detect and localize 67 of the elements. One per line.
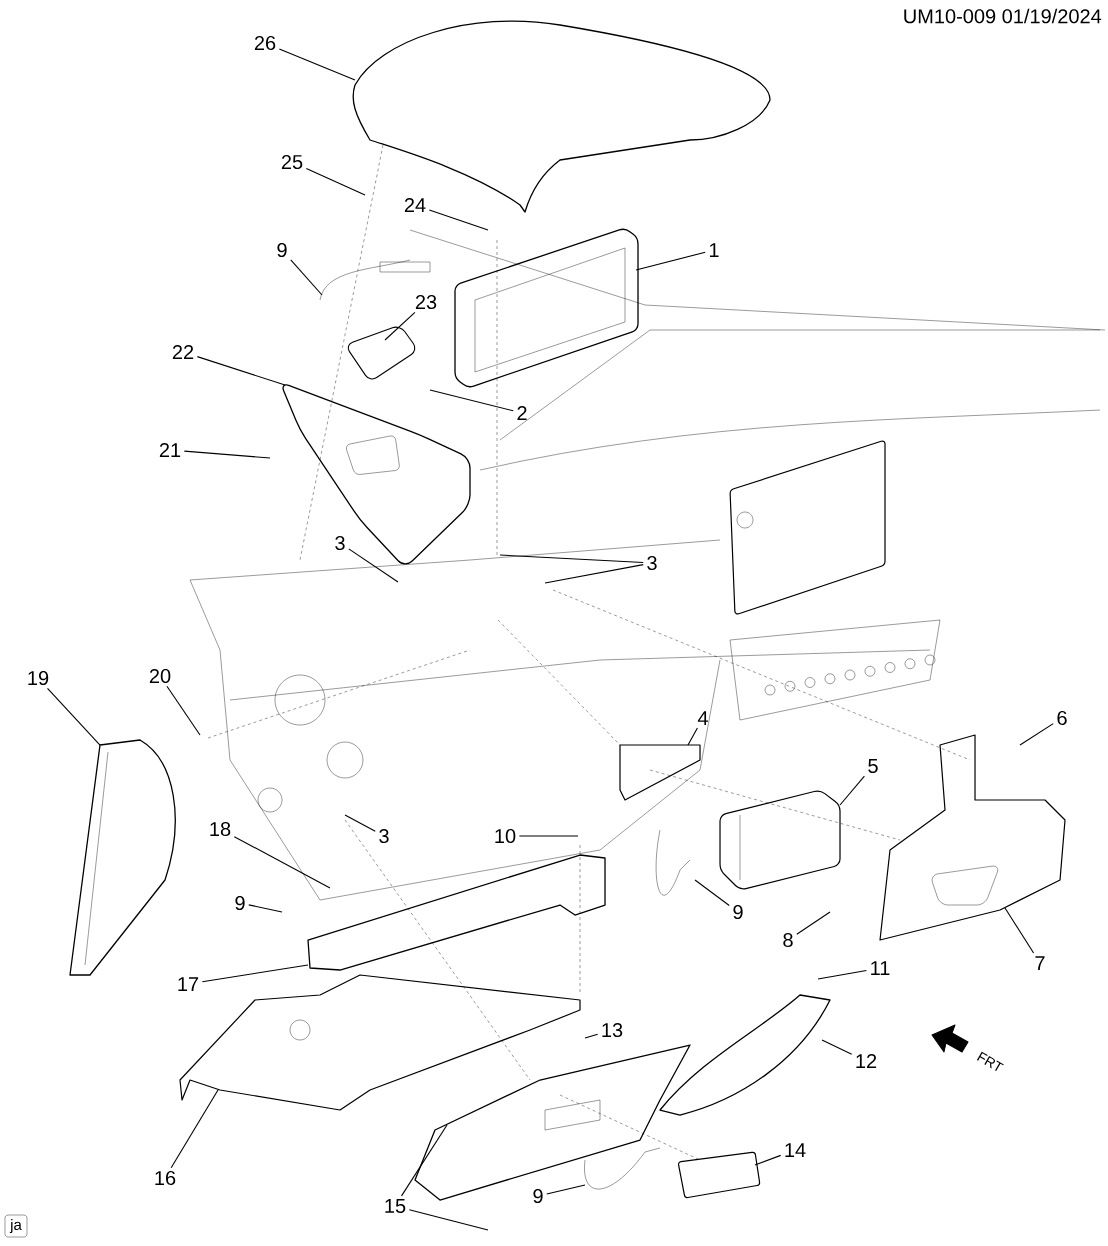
callout-number: 10 xyxy=(495,828,516,844)
leader-line xyxy=(290,259,323,296)
leader-line xyxy=(233,836,331,889)
callout-number: 3 xyxy=(379,828,389,844)
leader-line xyxy=(1019,723,1054,746)
leader-line xyxy=(170,1089,219,1169)
leader-line xyxy=(428,209,489,231)
leader-line xyxy=(429,389,514,412)
leader-line xyxy=(817,969,867,980)
leader-line xyxy=(754,1154,782,1166)
callout-number: 14 xyxy=(785,1143,806,1157)
callout-number: 16 xyxy=(155,1170,176,1186)
leader-line xyxy=(344,814,376,832)
leader-line xyxy=(348,548,399,583)
callout-number: 5 xyxy=(868,759,878,773)
callout-number: 25 xyxy=(281,154,303,170)
leader-line xyxy=(196,356,286,386)
callout-number: 21 xyxy=(159,443,181,457)
leader-line xyxy=(544,564,644,584)
leader-line xyxy=(518,835,579,837)
leader-line xyxy=(635,251,706,271)
callout-number: 12 xyxy=(856,1054,877,1068)
callout-number: 2 xyxy=(517,406,527,420)
leader-line xyxy=(546,1184,586,1195)
callout-number: 3 xyxy=(647,555,657,571)
leader-line xyxy=(694,879,730,907)
callout-number: 1 xyxy=(709,243,719,257)
leader-line xyxy=(796,911,831,935)
leader-line xyxy=(305,167,366,196)
callout-number: 9 xyxy=(235,895,245,911)
illustrator-code: ja xyxy=(4,1214,28,1238)
leader-line xyxy=(201,964,309,983)
callout-number: 13 xyxy=(602,1022,623,1038)
callout-number: 9 xyxy=(733,904,743,920)
callout-number: 23 xyxy=(415,294,437,310)
drawing-number: UM10-009 01/19/2024 xyxy=(904,8,1102,24)
callout-number: 9 xyxy=(277,242,287,258)
callout-number: 3 xyxy=(335,535,345,551)
leader-line xyxy=(499,554,644,564)
callout-number: 6 xyxy=(1057,710,1067,726)
leader-line xyxy=(687,727,698,746)
leader-line xyxy=(584,1033,599,1039)
leader-line xyxy=(248,904,283,913)
leader-line xyxy=(1004,907,1035,954)
callout-number: 20 xyxy=(149,668,171,684)
callout-number: 7 xyxy=(1035,956,1045,970)
leader-line xyxy=(839,775,865,806)
leader-line xyxy=(401,1124,448,1197)
leader-line xyxy=(408,1209,489,1231)
leader-line xyxy=(278,48,356,81)
callout-number: 15 xyxy=(385,1199,406,1213)
leader-line xyxy=(384,311,416,341)
callout-number: 22 xyxy=(172,345,194,359)
callout-number: 18 xyxy=(210,821,231,837)
callout-number: 8 xyxy=(783,932,793,948)
callout-number: 9 xyxy=(533,1188,543,1204)
leader-line xyxy=(166,685,201,736)
callout-number: 26 xyxy=(254,35,276,51)
leader-line xyxy=(183,450,271,459)
callout-number: 17 xyxy=(178,977,199,991)
callout-number: 11 xyxy=(871,961,890,975)
direction-label: FRT xyxy=(976,1051,1004,1072)
leader-line xyxy=(46,687,101,746)
leader-line xyxy=(821,1039,853,1055)
callout-number: 4 xyxy=(697,711,708,725)
callout-number: 24 xyxy=(404,198,426,212)
callout-number: 19 xyxy=(28,670,49,686)
